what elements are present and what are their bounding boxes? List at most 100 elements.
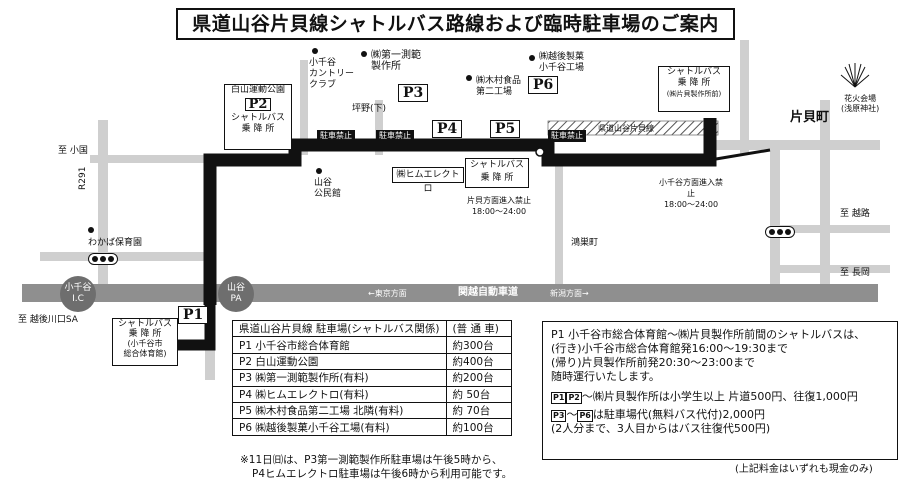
ojiya-ban-time: 18:00～24:00 — [663, 200, 719, 209]
traffic-signal-icon — [765, 226, 795, 238]
footnote-line: ※11日㈰は、P3第一測範製作所駐車場は午後5時から、 — [240, 454, 503, 466]
lot-name: P1 小千谷市総合体育館 — [232, 336, 447, 354]
katakai-east-road — [715, 140, 880, 150]
fare2-text: は駐車場代(無料バス代付)2,000円 — [592, 408, 765, 421]
p3-small-badge: P3 — [551, 410, 567, 422]
fare2-sub: (2人分まで、3人目からはバス往復代500円) — [551, 422, 771, 435]
place-dot — [316, 168, 322, 174]
p5-badge: P5 — [490, 120, 521, 138]
lot-capacity: 約400台 — [445, 352, 512, 371]
place-dot — [466, 75, 472, 81]
ojiya-ban-box: 小千谷方面進入禁止 18:00～24:00 — [656, 177, 726, 209]
p4-name: ㈱ヒムエレクトロ — [392, 167, 464, 194]
lot-name: P5 ㈱木村食品第二工場 北隣(有料) — [232, 401, 447, 420]
label-to-nagaoka: 至 長岡 — [840, 268, 870, 278]
road-south-kounosu — [555, 160, 563, 290]
p6-badge: P6 — [528, 76, 559, 94]
katakai-ban-label: 片貝方面進入禁止 — [467, 196, 531, 205]
katakai-stop-sub: (㈱片貝製作所前) — [666, 90, 722, 98]
lot-name: P4 ㈱ヒムエレクトロ(有料) — [232, 385, 447, 403]
label-r291: R291 — [78, 166, 88, 190]
lot-name: P2 白山運動公園 — [232, 352, 447, 371]
label-to-koshiji: 至 越路 — [840, 209, 870, 219]
road-south-katakai — [770, 145, 780, 285]
p2-small-badge: P2 — [566, 392, 582, 404]
label-kimura: ㈱木村食品 第二工場 — [476, 76, 522, 97]
cash-note: (上記料金はいずれも現金のみ) — [735, 464, 873, 475]
label-country-club: 小千谷 カントリー クラブ — [309, 58, 355, 90]
p2-marker: 白山運動公園 P2 シャトルバス 乗 降 所 — [224, 84, 292, 150]
label-hanabi: 花火会場 (浅原神社) — [841, 94, 880, 113]
no-parking-tag: 駐車禁止 — [376, 130, 414, 142]
parking-lot-table: 県道山谷片貝線 駐車場(シャトルバス関係) (普 通 車) P1 小千谷市総合体… — [232, 319, 512, 436]
fare1-text: ～㈱片貝製作所は小学生以上 片道500円、往復1,000円 — [581, 390, 858, 403]
place-dot — [312, 48, 318, 54]
place-dot — [88, 227, 94, 233]
table-header-cell: 県道山谷片貝線 駐車場(シャトルバス関係) — [232, 319, 447, 338]
table-row: P1 小千谷市総合体育館約300台 — [232, 336, 512, 354]
lot-capacity: 約 70台 — [445, 401, 512, 420]
p3-badge: P3 — [398, 84, 429, 102]
label-to-oguni: 至 小国 — [58, 146, 88, 156]
p1-badge: P1 — [178, 306, 209, 324]
table-row: P2 白山運動公園約400台 — [232, 352, 512, 371]
place-dot — [529, 55, 535, 61]
label-prefectural-road: 県道山谷片貝線 — [598, 124, 654, 133]
p1-shuttle-stop: シャトルバス 乗 降 所 (小千谷市 総合体育館) — [112, 318, 178, 366]
label-katakai-town: 片貝町 — [790, 110, 830, 125]
info-line: (帰り)片貝製作所前発20:30～23:00まで — [551, 356, 755, 369]
r291-road — [98, 120, 108, 290]
katakai-shuttle-stop: シャトルバス 乗 降 所 (㈱片貝製作所前) — [658, 66, 730, 112]
p6-small-badge: P6 — [577, 410, 593, 422]
table-row: P6 ㈱越後製菓小千谷工場(有料)約100台 — [232, 418, 512, 436]
lot-capacity: 約300台 — [445, 336, 512, 354]
label-niigata-dir: 新潟方面→ — [550, 289, 589, 298]
info-line: P1 小千谷市総合体育館～㈱片貝製作所前間のシャトルバスは、 — [551, 328, 866, 341]
footnote-line: P4ヒムエレクトロ駐車場は午後6時から利用可能です。 — [252, 468, 513, 480]
page-title: 県道山谷片貝線シャトルバス路線および臨時駐車場のご案内 — [176, 8, 735, 40]
center-shuttle-stop: シャトルバス 乗 降 所 — [465, 158, 529, 188]
table-header-cell: (普 通 車) — [445, 319, 512, 338]
shuttle-route — [203, 118, 717, 305]
lot-name: P6 ㈱越後製菓小千谷工場(有料) — [232, 418, 447, 436]
yamaya-pa: 山谷 PA — [218, 276, 254, 312]
katakai-ban-box: 片貝方面進入禁止 18:00～24:00 — [466, 195, 532, 219]
label-wakaba: わかば保育園 — [88, 238, 143, 248]
route-link — [709, 148, 771, 162]
label-kounosu: 鴻巣町 — [571, 238, 599, 248]
lot-capacity: 約200台 — [445, 369, 512, 387]
label-p3-name: ㈱第一測範 製作所 — [371, 50, 421, 72]
table-header-row: 県道山谷片貝線 駐車場(シャトルバス関係) (普 通 車) — [232, 319, 512, 338]
label-to-echigo-kawaguchi: 至 越後川口SA — [18, 315, 78, 325]
side-road-west — [40, 252, 215, 261]
road-north-tsubono — [375, 100, 383, 155]
info-line: (行き)小千谷市総合体育館発16:00～19:30まで — [551, 342, 788, 355]
traffic-signal-icon — [88, 253, 118, 265]
expressway-band — [22, 284, 878, 302]
label-tsubono: 坪野(下) — [352, 104, 387, 114]
road-to-oguni — [90, 155, 215, 163]
shuttle-info-box: P1 小千谷市総合体育館～㈱片貝製作所前間のシャトルバスは、 (行き)小千谷市総… — [542, 321, 898, 460]
lot-capacity: 約 50台 — [445, 385, 512, 403]
p2-sub: シャトルバス 乗 降 所 — [230, 113, 285, 134]
road-north-katakai — [740, 40, 749, 155]
lot-capacity: 約100台 — [445, 418, 512, 436]
table-row: P4 ㈱ヒムエレクトロ(有料)約 50台 — [232, 385, 512, 403]
fare2-range: ～ — [566, 408, 578, 421]
p1-stop-sub: (小千谷市 総合体育館) — [123, 339, 167, 358]
ojiya-ic: 小千谷 I.C — [60, 276, 96, 312]
lot-name: P3 ㈱第一測範製作所(有料) — [232, 369, 447, 387]
p4-badge: P4 — [432, 120, 463, 138]
katakai-east-vertical — [820, 100, 830, 290]
katakai-stop-label: シャトルバス 乗 降 所 — [666, 67, 721, 88]
road-north-country — [300, 60, 308, 155]
table-row: P3 ㈱第一測範製作所(有料)約200台 — [232, 369, 512, 387]
label-expressway: 関越自動車道 — [458, 287, 518, 298]
place-dot — [361, 51, 367, 57]
table-row: P5 ㈱木村食品第二工場 北隣(有料)約 70台 — [232, 401, 512, 420]
bus-stop-marker — [535, 147, 545, 157]
prefectural-road-hatched — [547, 120, 719, 136]
label-kominkan: 山谷 公民館 — [314, 178, 342, 199]
fireworks-icon — [840, 63, 870, 88]
